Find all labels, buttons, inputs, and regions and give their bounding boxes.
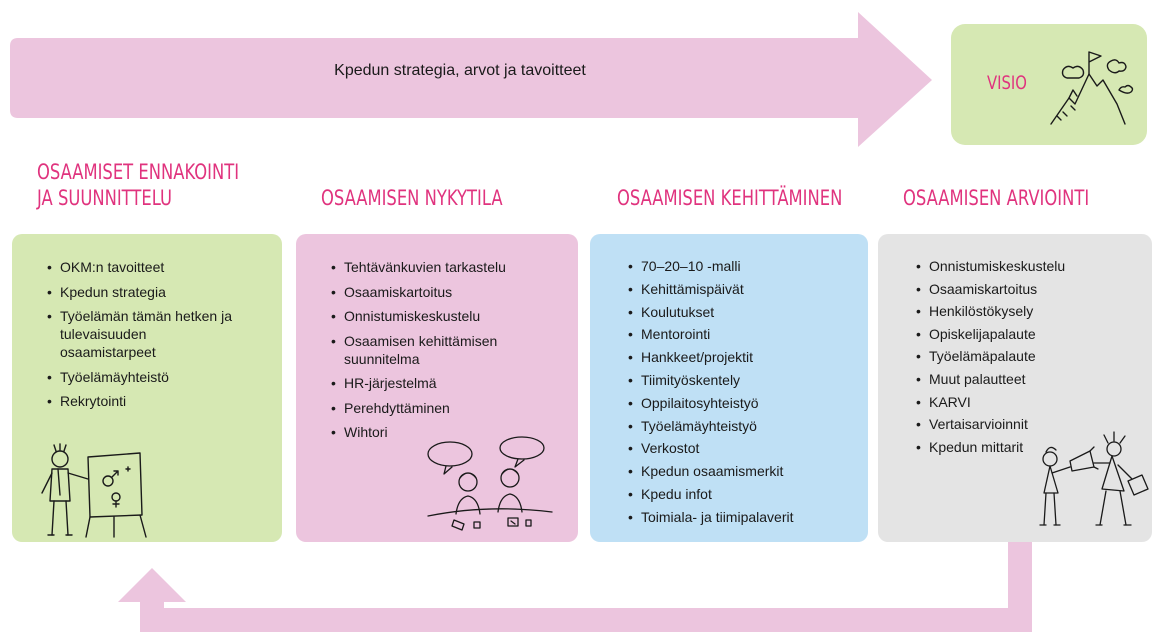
vision-label: VISIO xyxy=(987,72,1027,94)
list-ennakointi: OKM:n tavoitteet Kpedun strategia Työelä… xyxy=(47,258,257,417)
heading-kehittaminen: OSAAMISEN KEHITTÄMINEN xyxy=(617,186,843,210)
list-item: Työelämäpalaute xyxy=(916,348,1136,365)
list-item: Vertaisarvioinnit xyxy=(916,416,1136,433)
heading-arviointi: OSAAMISEN ARVIOINTI xyxy=(903,186,1090,210)
list-item: KARVI xyxy=(916,394,1136,411)
list-item: Osaamiskartoitus xyxy=(331,283,561,301)
list-item: Tehtävänkuvien tarkastelu xyxy=(331,258,561,276)
list-item: Kpedu infot xyxy=(628,486,858,503)
strategy-arrow xyxy=(10,12,932,147)
list-item: Hankkeet/projektit xyxy=(628,349,858,366)
card-arviointi: Onnistumiskeskustelu Osaamiskartoitus He… xyxy=(878,234,1152,542)
presenter-flipchart-icon xyxy=(41,443,147,538)
list-item: Onnistumiskeskustelu xyxy=(916,258,1136,275)
card-ennakointi: OKM:n tavoitteet Kpedun strategia Työelä… xyxy=(12,234,282,542)
list-arviointi: Onnistumiskeskustelu Osaamiskartoitus He… xyxy=(916,258,1136,461)
list-item: Mentorointi xyxy=(628,326,858,343)
list-item: Verkostot xyxy=(628,440,858,457)
list-item: Onnistumiskeskustelu xyxy=(331,307,561,325)
list-item: Kpedun strategia xyxy=(47,283,257,301)
list-item: OKM:n tavoitteet xyxy=(47,258,257,276)
heading-ennakointi-line1: OSAAMISET ENNAKOINTI xyxy=(37,160,240,184)
list-item: HR-järjestelmä xyxy=(331,374,561,392)
list-item: 70–20–10 -malli xyxy=(628,258,858,275)
list-item: Osaamisen kehittämisen suunnitelma xyxy=(331,332,544,368)
list-kehittaminen: 70–20–10 -malli Kehittämispäivät Koulutu… xyxy=(628,258,858,532)
heading-ennakointi-line2: JA SUUNNITTELU xyxy=(37,186,173,210)
list-item: Osaamiskartoitus xyxy=(916,281,1136,298)
list-item: Toimiala- ja tiimipalaverit xyxy=(628,509,858,526)
list-item: Koulutukset xyxy=(628,304,858,321)
heading-nykytila: OSAAMISEN NYKYTILA xyxy=(321,186,503,210)
card-kehittaminen: 70–20–10 -malli Kehittämispäivät Koulutu… xyxy=(590,234,868,542)
heading-ennakointi: OSAAMISET ENNAKOINTI JA SUUNNITTELU xyxy=(37,159,239,211)
list-nykytila: Tehtävänkuvien tarkastelu Osaamiskartoit… xyxy=(331,258,561,448)
list-item: Wihtori xyxy=(331,423,561,441)
strategy-banner-text: Kpedun strategia, arvot ja tavoitteet xyxy=(334,62,586,79)
list-item: Kehittämispäivät xyxy=(628,281,858,298)
vision-box: VISIO xyxy=(951,24,1147,145)
list-item: Tiimityöskentely xyxy=(628,372,858,389)
megaphone-people-icon xyxy=(1039,431,1149,526)
feedback-loop-arrow xyxy=(118,537,1032,632)
two-people-discussion-icon xyxy=(427,436,553,531)
list-item: Kpedun osaamismerkit xyxy=(628,463,858,480)
list-item: Oppilaitosyhteistyö xyxy=(628,395,858,412)
list-item: Työelämäyhteistyö xyxy=(628,418,858,435)
list-item: Muut palautteet xyxy=(916,371,1136,388)
list-item: Henkilöstökysely xyxy=(916,303,1136,320)
list-item: Kpedun mittarit xyxy=(916,439,1136,456)
list-item: Opiskelijapalaute xyxy=(916,326,1136,343)
card-nykytila: Tehtävänkuvien tarkastelu Osaamiskartoit… xyxy=(296,234,578,542)
list-item: Työelämän tämän hetken ja tulevaisuuden … xyxy=(47,307,240,361)
list-item: Työelämäyhteistö xyxy=(47,368,257,386)
list-item: Perehdyttäminen xyxy=(331,399,561,417)
list-item: Rekrytointi xyxy=(47,392,257,410)
mountain-flag-icon xyxy=(1050,51,1134,125)
